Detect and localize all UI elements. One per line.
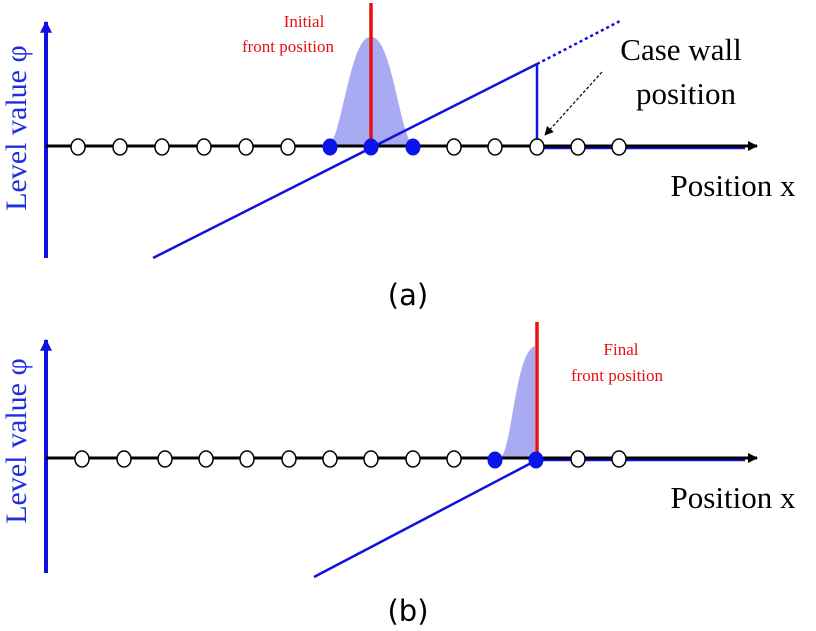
front-label-b-line1: Final bbox=[604, 340, 639, 359]
node-hollow bbox=[363, 450, 379, 468]
node-hollow bbox=[322, 450, 338, 468]
level-line-dotted-a bbox=[536, 18, 623, 66]
node-hollow bbox=[281, 450, 297, 468]
node-hollow bbox=[238, 138, 254, 156]
caption-a: (a) bbox=[388, 278, 428, 312]
x-axis-label-a: Position x bbox=[671, 168, 796, 203]
front-label-a-line2: front position bbox=[242, 37, 335, 56]
node-active bbox=[487, 451, 503, 469]
node-hollow bbox=[570, 450, 586, 468]
node-hollow bbox=[611, 450, 627, 468]
wall-label-line2: position bbox=[636, 76, 736, 111]
front-label-b-line2: front position bbox=[571, 366, 664, 385]
nodes-a bbox=[70, 138, 627, 156]
node-hollow bbox=[446, 138, 462, 156]
y-axis-label-a: Level value φ bbox=[0, 45, 33, 211]
nodes-b bbox=[74, 450, 627, 469]
node-hollow bbox=[196, 138, 212, 156]
wall-label-line1: Case wall bbox=[620, 32, 741, 67]
wall-pointer-arrow bbox=[544, 71, 603, 136]
node-hollow bbox=[529, 138, 545, 156]
node-hollow bbox=[405, 450, 421, 468]
level-line-a bbox=[152, 62, 538, 260]
node-hollow bbox=[570, 138, 586, 156]
gaussian-bump-b bbox=[500, 346, 535, 458]
node-hollow bbox=[154, 138, 170, 156]
node-active bbox=[363, 138, 379, 156]
node-active bbox=[528, 451, 544, 469]
node-hollow bbox=[70, 138, 86, 156]
node-active bbox=[405, 138, 421, 156]
panel-b: Level value φ Final front position Posit… bbox=[0, 322, 796, 628]
level-line-b bbox=[313, 459, 536, 579]
node-hollow bbox=[611, 138, 627, 156]
panel-a: Level value φ Initial front position Cas… bbox=[0, 3, 796, 312]
node-hollow bbox=[116, 450, 132, 468]
node-hollow bbox=[157, 450, 173, 468]
x-axis-label-b: Position x bbox=[671, 480, 796, 515]
front-label-a-line1: Initial bbox=[284, 12, 325, 31]
node-hollow bbox=[280, 138, 296, 156]
node-hollow bbox=[112, 138, 128, 156]
node-active bbox=[322, 138, 338, 156]
caption-b: (b) bbox=[387, 594, 428, 628]
node-hollow bbox=[198, 450, 214, 468]
node-hollow bbox=[239, 450, 255, 468]
node-hollow bbox=[487, 138, 503, 156]
node-hollow bbox=[446, 450, 462, 468]
y-axis-label-b: Level value φ bbox=[0, 358, 33, 524]
node-hollow bbox=[74, 450, 90, 468]
